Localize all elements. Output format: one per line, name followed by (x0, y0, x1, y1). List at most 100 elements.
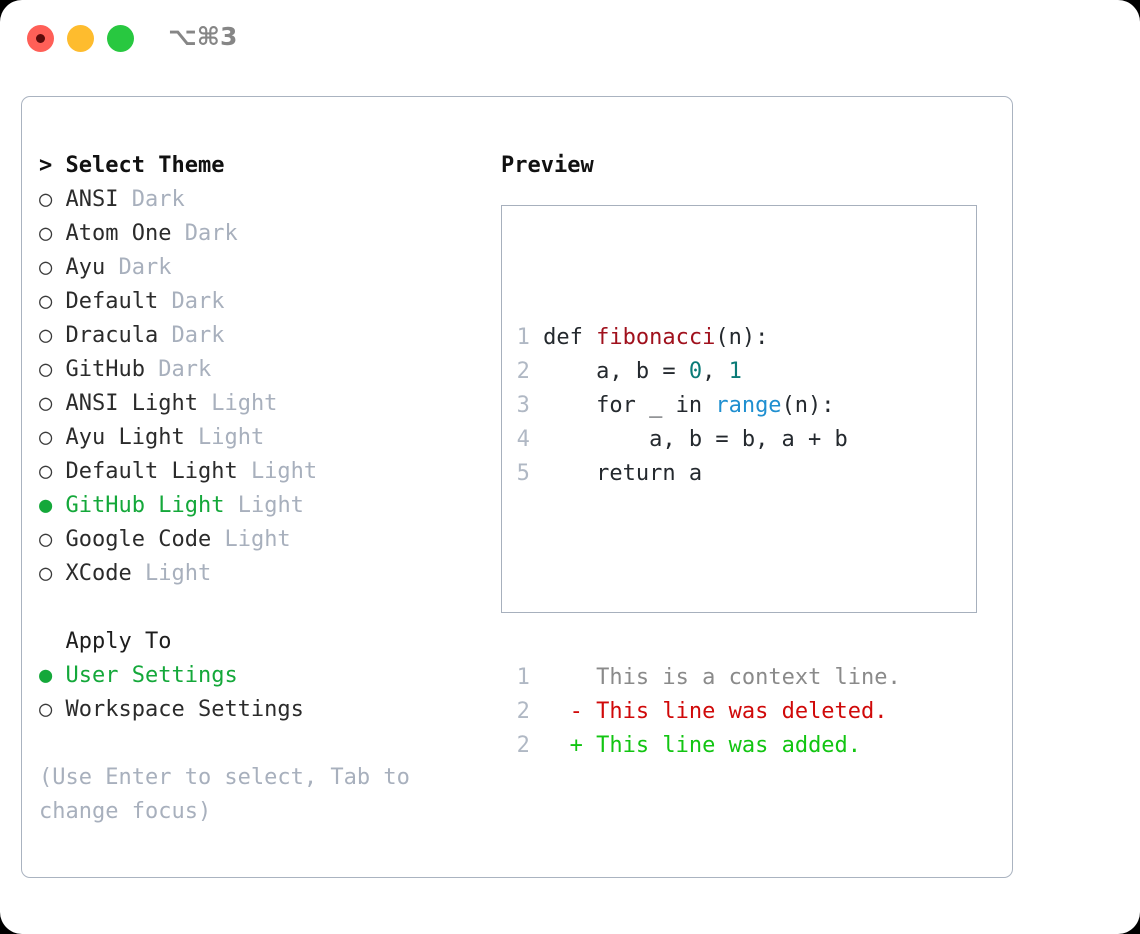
line-number: 1 (516, 325, 530, 350)
spacer (105, 255, 118, 280)
apply-to-item-label: User Settings (65, 663, 238, 688)
spacer (198, 391, 211, 416)
header-label: Select Theme (65, 153, 225, 178)
gutter-spacer (530, 461, 543, 486)
theme-item-github[interactable]: ○ GitHub Dark (39, 353, 489, 387)
spacer (52, 425, 65, 450)
main-panel: > Select Theme ○ ANSI Dark○ Atom One Dar… (21, 96, 1013, 878)
radio-unselected-icon: ○ (39, 221, 53, 246)
diff-marker (570, 665, 597, 690)
theme-item-dracula[interactable]: ○ Dracula Dark (39, 319, 489, 353)
theme-item-ansi[interactable]: ○ ANSI Dark (39, 183, 489, 217)
spacer (211, 527, 224, 552)
gutter-spacer (530, 393, 543, 418)
radio-unselected-icon: ○ (39, 527, 53, 552)
line-number: 2 (516, 699, 530, 724)
gutter-spacer (530, 665, 570, 690)
theme-item-variant: Dark (158, 357, 212, 382)
code-token-plain: (n): (781, 393, 835, 418)
radio-selected-icon: ● (39, 663, 53, 688)
apply-to-header: Apply To (39, 625, 489, 659)
spacer (171, 221, 184, 246)
theme-item-label: ANSI (65, 187, 119, 212)
keyboard-hint: (Use Enter to select, Tab to change focu… (39, 765, 410, 824)
diff-text: This line was deleted. (596, 699, 888, 724)
diff-line-add: 2 + This line was added. (514, 729, 901, 763)
theme-item-variant: Dark (171, 323, 225, 348)
minimize-button[interactable] (67, 25, 94, 52)
code-token-plain: return a (543, 461, 703, 486)
theme-item-default[interactable]: ○ Default Dark (39, 285, 489, 319)
section-spacer (39, 591, 489, 625)
keyboard-shortcut-label: ⌥⌘3 (168, 22, 238, 51)
gutter-spacer (530, 325, 543, 350)
code-token-plain: def (543, 325, 597, 350)
theme-item-default-light[interactable]: ○ Default Light Light (39, 455, 489, 489)
close-button[interactable] (27, 25, 54, 52)
theme-item-ayu-light[interactable]: ○ Ayu Light Light (39, 421, 489, 455)
spacer (158, 323, 171, 348)
radio-unselected-icon: ○ (39, 357, 53, 382)
code-line: 1 def fibonacci(n): (514, 321, 901, 355)
theme-item-label: Google Code (65, 527, 212, 552)
code-token-fn: fibonacci (596, 325, 716, 350)
theme-item-github-light[interactable]: ● GitHub Light Light (39, 489, 489, 523)
spacer (52, 323, 65, 348)
theme-item-variant: Light (197, 425, 265, 450)
theme-selector-column: > Select Theme ○ ANSI Dark○ Atom One Dar… (39, 149, 489, 829)
window-controls (27, 25, 134, 52)
theme-item-variant: Light (211, 391, 278, 416)
radio-unselected-icon: ○ (39, 697, 53, 722)
code-token-plain: a, b = b, a + b (543, 427, 848, 452)
preview-column: Preview 1 def fibonacci(n):2 a, b = 0, 1… (501, 149, 1001, 758)
spacer (52, 459, 65, 484)
code-line: 5 return a (514, 457, 901, 491)
diff-line-del: 2 - This line was deleted. (514, 695, 901, 729)
code-line: 4 a, b = b, a + b (514, 423, 901, 457)
code-token-kw: range (715, 393, 782, 418)
theme-item-variant: Light (250, 459, 318, 484)
radio-unselected-icon: ○ (39, 561, 53, 586)
spacer (132, 561, 145, 586)
theme-item-google-code[interactable]: ○ Google Code Light (39, 523, 489, 557)
theme-item-atom-one[interactable]: ○ Atom One Dark (39, 217, 489, 251)
line-number: 3 (516, 393, 530, 418)
code-line: 2 a, b = 0, 1 (514, 355, 901, 389)
preview-title: Preview (501, 153, 594, 178)
code-token-plain: a, b = (543, 359, 689, 384)
spacer (52, 663, 65, 688)
theme-item-variant: Light (224, 527, 291, 552)
gutter-spacer (530, 359, 543, 384)
apply-to-list: ● User Settings○ Workspace Settings (39, 659, 489, 727)
code-token-num: 1 (728, 359, 742, 384)
theme-item-xcode[interactable]: ○ XCode Light (39, 557, 489, 591)
spacer (52, 255, 65, 280)
theme-item-variant: Dark (184, 221, 238, 246)
spacer (52, 493, 65, 518)
diff-block: 1 This is a context line.2 - This line w… (514, 661, 901, 763)
theme-item-ansi-light[interactable]: ○ ANSI Light Light (39, 387, 489, 421)
spacer (52, 527, 65, 552)
radio-unselected-icon: ○ (39, 187, 53, 212)
diff-line-ctx: 1 This is a context line. (514, 661, 901, 695)
theme-item-label: XCode (65, 561, 132, 586)
title-bar: ⌥⌘3 (0, 0, 1140, 78)
theme-item-label: GitHub (65, 357, 145, 382)
radio-unselected-icon: ○ (39, 459, 53, 484)
header-caret: > (39, 153, 66, 178)
radio-selected-icon: ● (39, 493, 53, 518)
maximize-button[interactable] (107, 25, 134, 52)
code-blank-line (514, 559, 901, 593)
apply-to-item-user-settings[interactable]: ● User Settings (39, 659, 489, 693)
diff-text: This line was added. (596, 733, 862, 758)
theme-item-variant: Light (144, 561, 212, 586)
apply-to-item-workspace-settings[interactable]: ○ Workspace Settings (39, 693, 489, 727)
theme-item-variant: Dark (131, 187, 185, 212)
diff-text: This is a context line. (596, 665, 901, 690)
spacer (238, 459, 251, 484)
spacer (52, 391, 65, 416)
theme-item-ayu[interactable]: ○ Ayu Dark (39, 251, 489, 285)
